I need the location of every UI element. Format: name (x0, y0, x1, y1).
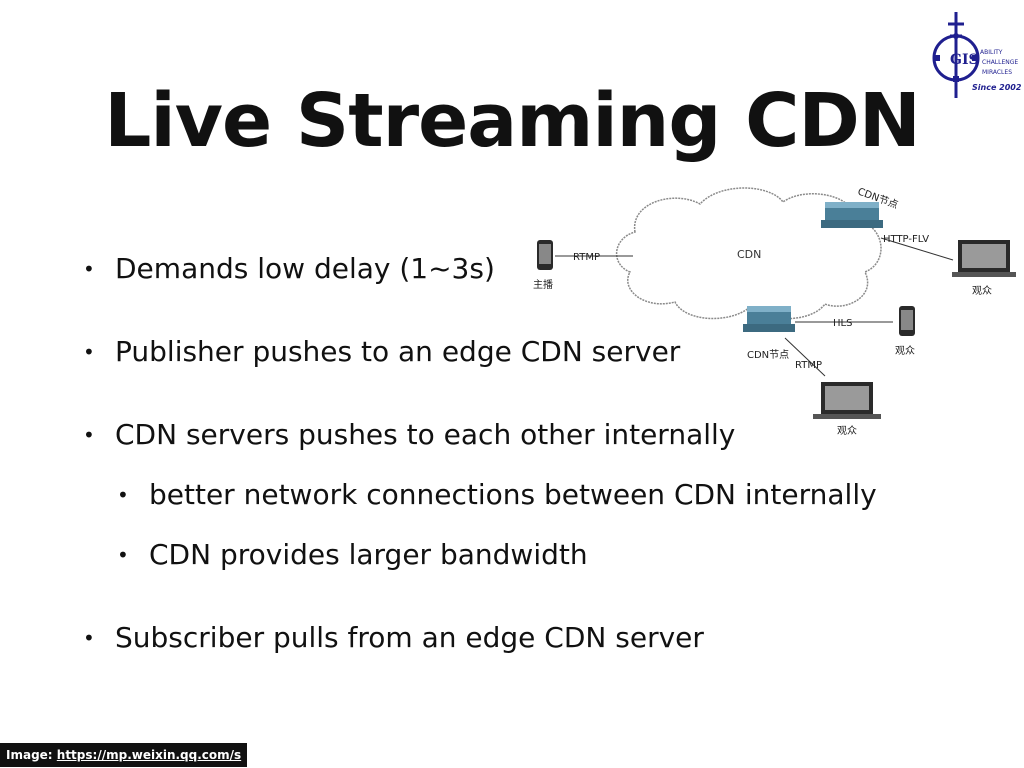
logo-line-4: Since 2002 (972, 83, 1022, 92)
edge-server-label: CDN节点 (747, 349, 789, 361)
sub-bullet-network: • better network connections between CDN… (117, 478, 877, 511)
bullet-text: CDN provides larger bandwidth (149, 538, 588, 571)
logo-line-3: MIRACLES (982, 69, 1012, 76)
publisher-protocol-label: RTMP (573, 252, 600, 263)
bullet-subscriber-pulls: • Subscriber pulls from an edge CDN serv… (83, 621, 704, 654)
bullet-text: Subscriber pulls from an edge CDN server (115, 621, 704, 654)
hls-viewer-phone-icon (899, 306, 915, 336)
top-viewer-laptop-icon: 观众 (952, 240, 1016, 297)
bullet-text: CDN servers pushes to each other interna… (115, 418, 736, 451)
cdn-cloud (615, 187, 882, 320)
top-server-protocol-label: HTTP-FLV (883, 234, 929, 245)
bullet-dot: • (83, 423, 95, 447)
top-viewer-label: 观众 (972, 285, 992, 297)
logo-line-1: ABILITY (980, 49, 1003, 56)
hls-viewer-label: 观众 (895, 345, 915, 357)
top-server-icon (821, 202, 883, 228)
hls-protocol-label: HLS (833, 318, 852, 329)
rtmp-arrow (784, 337, 826, 377)
cdn-cloud-label: CDN (737, 248, 761, 261)
rtmp-viewer-laptop-icon (813, 382, 881, 419)
publisher-label: 主播 (533, 278, 553, 291)
bullet-dot: • (117, 483, 129, 507)
bullet-text: Demands low delay (1~3s) (115, 252, 495, 285)
image-credit-link[interactable]: https://mp.weixin.qq.com/s (56, 748, 242, 762)
rtmp-viewer-label: 观众 (837, 425, 857, 437)
bullet-dot: • (83, 257, 95, 281)
slide-title: Live Streaming CDN (104, 78, 921, 164)
logo-monogram: GIS (950, 52, 979, 68)
bullet-text: better network connections between CDN i… (149, 478, 877, 511)
bullet-dot: • (83, 626, 95, 650)
image-credit: Image: https://mp.weixin.qq.com/s (0, 743, 248, 767)
logo-line-2: CHALLENGE (982, 59, 1018, 66)
cdn-diagram: CDN 主播 RTMP CDN节点 HTTP-FLV CDN节点 HLS RTM… (533, 186, 954, 437)
sub-bullet-bandwidth: • CDN provides larger bandwidth (117, 538, 588, 571)
gis-logo: GIS ABILITY CHALLENGE MIRACLES Since 200… (932, 12, 1022, 98)
rtmp-protocol-label: RTMP (795, 360, 822, 371)
bullet-low-delay: • Demands low delay (1~3s) (83, 252, 495, 285)
bullet-cdn-internal: • CDN servers pushes to each other inter… (83, 418, 736, 451)
bullet-dot: • (117, 543, 129, 567)
edge-server-icon (743, 306, 795, 332)
bullet-dot: • (83, 340, 95, 364)
image-credit-prefix: Image: (6, 748, 53, 762)
top-server-arrow (880, 237, 954, 261)
bullet-publisher-pushes: • Publisher pushes to an edge CDN server (83, 335, 681, 368)
bullet-text: Publisher pushes to an edge CDN server (115, 335, 681, 368)
publisher-phone-icon (537, 240, 553, 270)
